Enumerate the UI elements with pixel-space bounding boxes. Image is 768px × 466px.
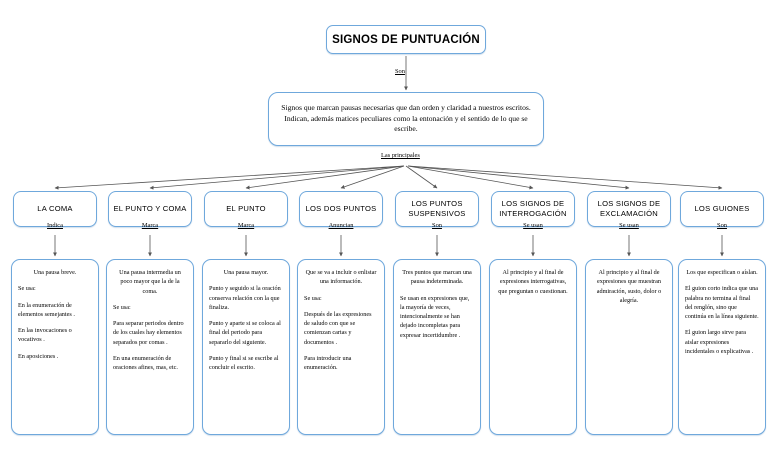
diagram-title-node: SIGNOS DE PUNTUACIÓN (326, 25, 486, 54)
detail-paragraph: Después de las expresiones de saludo con… (304, 310, 372, 346)
detail-paragraph: Una pausa mayor. (223, 269, 269, 276)
category-verb-1: Indica (47, 222, 63, 229)
detail-paragraph: Se usa: (113, 303, 131, 311)
category-node-3[interactable]: EL PUNTO (204, 191, 288, 227)
definition-text: Signos que marcan pausas necesarias que … (281, 103, 531, 134)
definition-node: Signos que marcan pausas necesarias que … (268, 92, 544, 146)
detail-paragraph: Para introducir una enumeración. (304, 355, 352, 372)
detail-paragraph: Al principio y al final de expresiones q… (596, 269, 662, 304)
page-title: SIGNOS DE PUNTUACIÓN (332, 33, 480, 46)
detail-node-1: Una pausa breve. Se usa: En la enumeración… (11, 259, 99, 435)
category-node-7[interactable]: LOS SIGNOS DE EXCLAMACIÓN (587, 191, 671, 227)
category-title: LOS GUIONES (694, 204, 750, 214)
category-node-6[interactable]: LOS SIGNOS DE INTERROGACIÓN (491, 191, 575, 227)
category-verb-3: Marca (237, 222, 255, 229)
detail-node-8: Los que especifican o aíslan. El guion co… (678, 259, 766, 435)
category-title: EL PUNTO (226, 204, 266, 214)
category-verb-2: Marca (141, 222, 159, 229)
category-title: LOS DOS PUNTOS (305, 204, 377, 214)
detail-paragraph: Se usan en expresiones que, la mayoría d… (400, 294, 470, 339)
detail-paragraph: En las invocaciones o vocativos . (18, 327, 72, 344)
detail-paragraph: Los que especifican o aíslan. (686, 269, 758, 276)
detail-paragraph: Una pausa intermedia un poco mayor que l… (119, 269, 181, 295)
category-node-5[interactable]: LOS PUNTOS SUSPENSIVOS (395, 191, 479, 227)
detail-paragraph: Una pausa breve. (33, 269, 77, 276)
category-verb-4: Anuncian (328, 222, 354, 229)
category-title: LOS SIGNOS DE EXCLAMACIÓN (597, 199, 661, 218)
detail-paragraph: En una enumeración de oraciones afines, … (113, 355, 178, 372)
detail-paragraph: En la enumeración de elementos semejante… (18, 301, 75, 318)
detail-paragraph: Tres puntos que marcan una pausa indeter… (402, 269, 472, 286)
detail-node-4: Que se va a incluir o enlistar una infor… (297, 259, 385, 435)
detail-node-2: Una pausa intermedia un poco mayor que l… (106, 259, 194, 435)
detail-node-6: Al principio y al final de expresiones i… (489, 259, 577, 435)
detail-paragraph: Para separar periodos dentro de los cual… (113, 320, 184, 346)
detail-paragraph: Punto y final si se escribe al concluir … (209, 355, 279, 372)
detail-paragraph: Se usa: (18, 285, 36, 293)
detail-node-7: Al principio y al final de expresiones q… (585, 259, 673, 435)
detail-paragraph: El guion largo sirve para aislar expresi… (685, 329, 754, 356)
category-verb-6: Se usan (523, 222, 543, 229)
detail-paragraph: Al principio y al final de expresiones i… (498, 269, 568, 295)
detail-paragraph: Que se va a incluir o enlistar una infor… (305, 269, 377, 286)
category-node-4[interactable]: LOS DOS PUNTOS (299, 191, 383, 227)
category-node-1[interactable]: LA COMA (13, 191, 97, 227)
detail-paragraph: En aposiciones . (18, 352, 59, 360)
connector-label-las-principales: Las principales (381, 152, 420, 159)
detail-paragraph: Punto y aparte si se coloca al final del… (209, 320, 281, 346)
category-title: LOS SIGNOS DE INTERROGACIÓN (499, 199, 567, 218)
category-title: EL PUNTO Y COMA (113, 204, 187, 214)
category-verb-7: Se usan (619, 222, 639, 229)
category-verb-5: Son (432, 222, 442, 229)
category-title: LOS PUNTOS SUSPENSIVOS (408, 199, 466, 218)
detail-paragraph: El guion corto indica que una palabra no… (685, 285, 759, 321)
category-node-2[interactable]: EL PUNTO Y COMA (108, 191, 192, 227)
connector-label-son: Son (395, 68, 405, 75)
category-verb-8: Son (717, 222, 727, 229)
detail-node-3: Una pausa mayor. Punto y seguido si la or… (202, 259, 290, 435)
detail-node-5: Tres puntos que marcan una pausa indeter… (393, 259, 481, 435)
detail-paragraph: Se usa: (304, 294, 322, 302)
category-title: LA COMA (37, 204, 73, 214)
category-node-8[interactable]: LOS GUIONES (680, 191, 764, 227)
detail-paragraph: Punto y seguido si la oración conserva r… (209, 285, 281, 311)
